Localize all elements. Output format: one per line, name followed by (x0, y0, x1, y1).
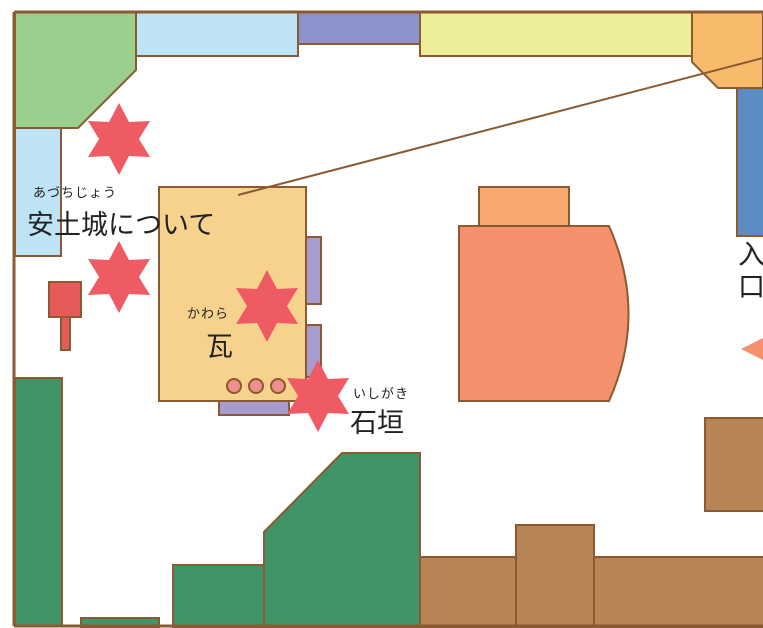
star-marker-2[interactable] (88, 241, 150, 313)
entrance-arrow-icon (741, 338, 763, 360)
star-marker-4[interactable] (287, 360, 349, 432)
exhibit-dark-green-large (263, 452, 421, 628)
exhibit-light-blue-left (14, 127, 62, 257)
exhibit-brown-right (704, 417, 763, 512)
azuchi-ruby-label: あづちじょう (33, 186, 117, 201)
red-sign-post (60, 316, 71, 351)
star-marker-3[interactable] (236, 270, 298, 342)
red-star-marker-icon (236, 270, 298, 342)
exhibit-lavender-bottom (218, 400, 290, 416)
red-star-marker-icon (287, 360, 349, 432)
exhibit-brown-bottom-left (419, 556, 517, 628)
ishigaki-ruby-label: いしがき (353, 387, 409, 402)
red-star-marker-icon (88, 241, 150, 313)
star-marker-1[interactable] (88, 103, 150, 175)
exhibit-dark-green-step (172, 564, 265, 628)
exhibit-brown-bottom-right (593, 556, 763, 628)
exhibit-brown-bottom-tall (515, 524, 595, 628)
red-sign-board (48, 281, 82, 318)
ishigaki-label[interactable]: 石垣 (350, 408, 404, 439)
leader-line (237, 57, 763, 196)
kawara-label[interactable]: 瓦 (206, 332, 233, 363)
entrance-label-line1: 入 (738, 240, 763, 271)
exhibit-salmon-case (458, 225, 630, 402)
exhibit-purple-top (297, 11, 421, 45)
exhibit-peach-top (478, 186, 570, 228)
kawara-ruby-label: かわら (187, 307, 229, 322)
exhibit-lavender-side-1 (305, 236, 322, 305)
red-star-marker-icon (88, 103, 150, 175)
exhibit-light-blue-top (135, 11, 299, 57)
azuchi-title-label[interactable]: 安土城について (27, 210, 215, 241)
exhibit-yellow-top (419, 11, 693, 57)
exhibit-blue-right (736, 87, 763, 237)
roof-tile-dot-3 (270, 378, 286, 394)
roof-tile-dot-2 (248, 378, 264, 394)
entrance-label-line2: 口 (738, 272, 763, 303)
exhibit-dark-green-left (14, 377, 63, 627)
roof-tile-dot-1 (226, 378, 242, 394)
exhibit-dark-green-small-bottom (80, 617, 160, 628)
